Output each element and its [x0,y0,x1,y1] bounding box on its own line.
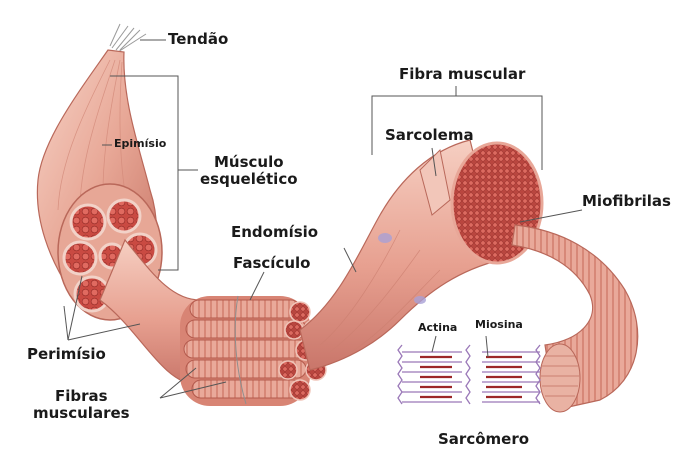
label-musculo-line2: esquelético [200,171,298,188]
label-sarcomero: Sarcômero [438,431,529,448]
nucleus [414,296,426,304]
label-fibras-line1: Fibras [33,388,130,405]
label-fibra-muscular: Fibra muscular [399,66,525,83]
label-epimisio: Epimísio [114,138,166,151]
label-perimisio: Perimísio [27,346,106,363]
tendon-fibers [110,24,146,52]
label-endomisio: Endomísio [231,224,318,241]
label-actina: Actina [418,322,457,335]
myosin-filaments [420,357,522,397]
label-fibras-line2: musculares [33,405,130,422]
label-miosina: Miosina [475,319,523,332]
nucleus [378,233,392,243]
label-fibras-musculares: Fibras musculares [33,388,130,423]
myofibril-end [540,344,580,412]
sarcomere-schematic [398,345,540,404]
label-fasciculo: Fascículo [233,255,310,272]
label-tendao: Tendão [168,31,228,48]
z-lines [398,345,540,404]
fascicle-bundle [180,296,326,406]
label-sarcolema: Sarcolema [385,127,474,144]
label-musculo-esqueletico: Músculo esquelético [200,154,298,189]
label-musculo-line1: Músculo [200,154,298,171]
label-miofibrilas: Miofibrilas [582,193,671,210]
